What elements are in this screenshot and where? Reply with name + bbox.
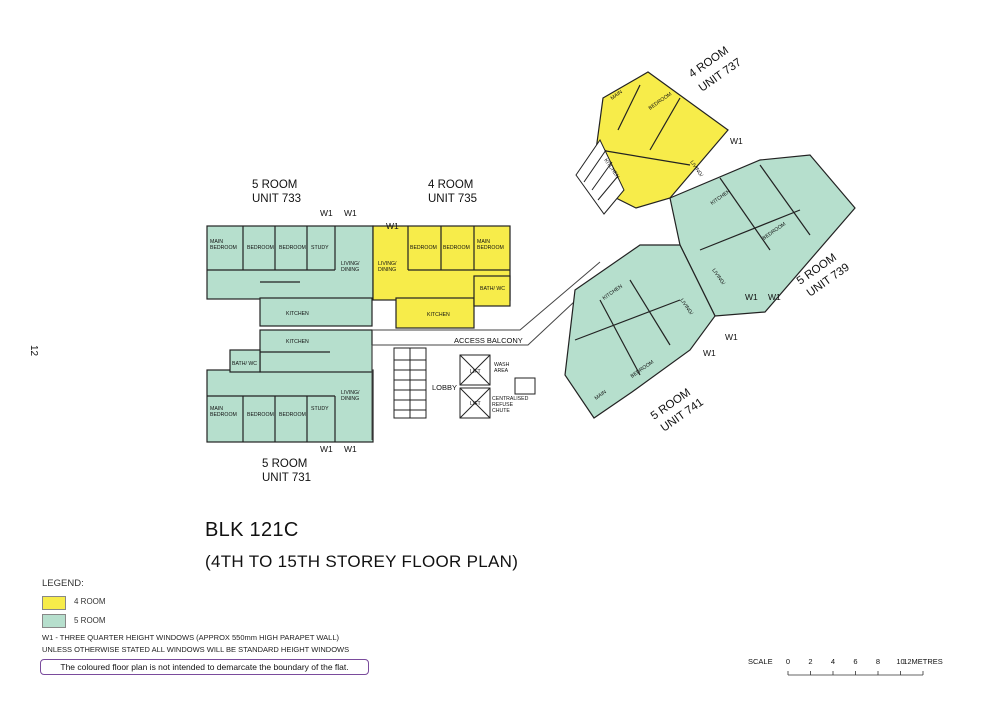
unit-733-plan — [206, 225, 374, 327]
room-bedroom-733b: BEDROOM — [279, 245, 306, 251]
room-kitchen-735: KITCHEN — [427, 312, 450, 318]
room-main-bedroom-735: MAIN — [477, 239, 490, 245]
windows-note: UNLESS OTHERWISE STATED ALL WINDOWS WILL… — [42, 645, 350, 654]
w1-tag: W1 — [703, 348, 716, 358]
room-dining-731: DINING — [341, 396, 359, 402]
refuse-label-2: REFUSE — [492, 402, 514, 408]
room-kitchen-731: KITCHEN — [286, 339, 309, 345]
room-main-bedroom-733: MAIN — [210, 239, 223, 245]
scale-label: SCALE — [748, 657, 773, 666]
unit-731-plan — [206, 329, 374, 443]
room-bedroom-731a: BEDROOM — [247, 412, 274, 418]
refuse-label-3: CHUTE — [492, 408, 510, 414]
block-title: BLK 121C — [205, 519, 299, 541]
w1-tags: W1 W1 W1 W1 W1 W1 W1 W1 W1 W1 — [320, 136, 781, 454]
unit-731-name: UNIT 731 — [262, 472, 311, 484]
room-bedroom-733a: BEDROOM — [247, 245, 274, 251]
room-living-735: LIVING/ — [378, 261, 397, 267]
w1-tag: W1 — [745, 292, 758, 302]
lift-core — [459, 354, 536, 419]
lift-label-1: LIFT — [470, 369, 481, 375]
room-bath-731: BATH/ WC — [232, 361, 257, 367]
legend-heading: LEGEND: — [42, 578, 84, 589]
w1-tag: W1 — [320, 208, 333, 218]
floor-plan-subtitle: (4TH TO 15TH STOREY FLOOR PLAN) — [205, 552, 519, 571]
room-bedroom-735b: BEDROOM — [443, 245, 470, 251]
legend-swatch-5-room — [42, 614, 66, 628]
refuse-label-1: CENTRALISED — [492, 396, 529, 402]
room-main-bedroom-733-b: BEDROOM — [210, 245, 237, 251]
room-kitchen-733: KITCHEN — [286, 311, 309, 317]
room-main-bedroom-735-b: BEDROOM — [477, 245, 504, 251]
scale-tick-label: 0 — [786, 657, 790, 666]
scale-tick-label: 6 — [853, 657, 857, 666]
scale-tick-label: 4 — [831, 657, 835, 666]
w1-tag: W1 — [344, 444, 357, 454]
unit-741-plan — [564, 244, 716, 419]
legend-label-4-room: 4 ROOM — [74, 597, 106, 606]
scale-tick-label: 8 — [876, 657, 880, 666]
unit-735-plan — [372, 225, 511, 329]
room-living-733: LIVING/ — [341, 261, 360, 267]
lobby-label: LOBBY — [432, 383, 457, 392]
stair-core-left — [393, 347, 427, 419]
room-dining-733: DINING — [341, 267, 359, 273]
page-number: 12 — [28, 344, 40, 357]
lift-label-2: LIFT — [470, 401, 481, 407]
w1-tag: W1 — [730, 136, 743, 146]
unit-731-type: 5 ROOM — [262, 458, 307, 470]
wash-area-label-2: AREA — [494, 368, 509, 374]
room-bedroom-731b: BEDROOM — [279, 412, 306, 418]
room-main-bedroom-731-b: BEDROOM — [210, 412, 237, 418]
w1-note: W1 - THREE QUARTER HEIGHT WINDOWS (APPRO… — [42, 633, 339, 642]
w1-tag: W1 — [344, 208, 357, 218]
room-bath-735: BATH/ WC — [480, 286, 505, 292]
right-stair — [575, 139, 625, 215]
room-study-733: STUDY — [311, 245, 329, 251]
scale-tick-label: 2 — [808, 657, 812, 666]
scale-tick-label: 10 — [896, 657, 904, 666]
legend-swatch-4-room — [42, 596, 66, 610]
w1-tag: W1 — [386, 221, 399, 231]
disclaimer-box: The coloured floor plan is not intended … — [40, 659, 369, 675]
room-bedroom-735a: BEDROOM — [410, 245, 437, 251]
room-dining-735: DINING — [378, 267, 396, 273]
unit-735-name: UNIT 735 — [428, 193, 477, 205]
w1-tag: W1 — [320, 444, 333, 454]
access-balcony-label: ACCESS BALCONY — [454, 336, 523, 345]
unit-733-type: 5 ROOM — [252, 179, 297, 191]
unit-733-name: UNIT 733 — [252, 193, 301, 205]
room-labels: MAIN BEDROOM BEDROOM BEDROOM STUDY LIVIN… — [210, 239, 505, 418]
legend-label-5-room: 5 ROOM — [74, 616, 106, 625]
w1-tag: W1 — [768, 292, 781, 302]
unit-735-type: 4 ROOM — [428, 179, 473, 191]
room-main-bedroom-731: MAIN — [210, 406, 223, 412]
wash-area-label-1: WASH — [494, 362, 510, 368]
room-study-731: STUDY — [311, 406, 329, 412]
scale-tick-label: 12METRES — [903, 657, 943, 666]
w1-tag: W1 — [725, 332, 738, 342]
room-living-731: LIVING/ — [341, 390, 360, 396]
